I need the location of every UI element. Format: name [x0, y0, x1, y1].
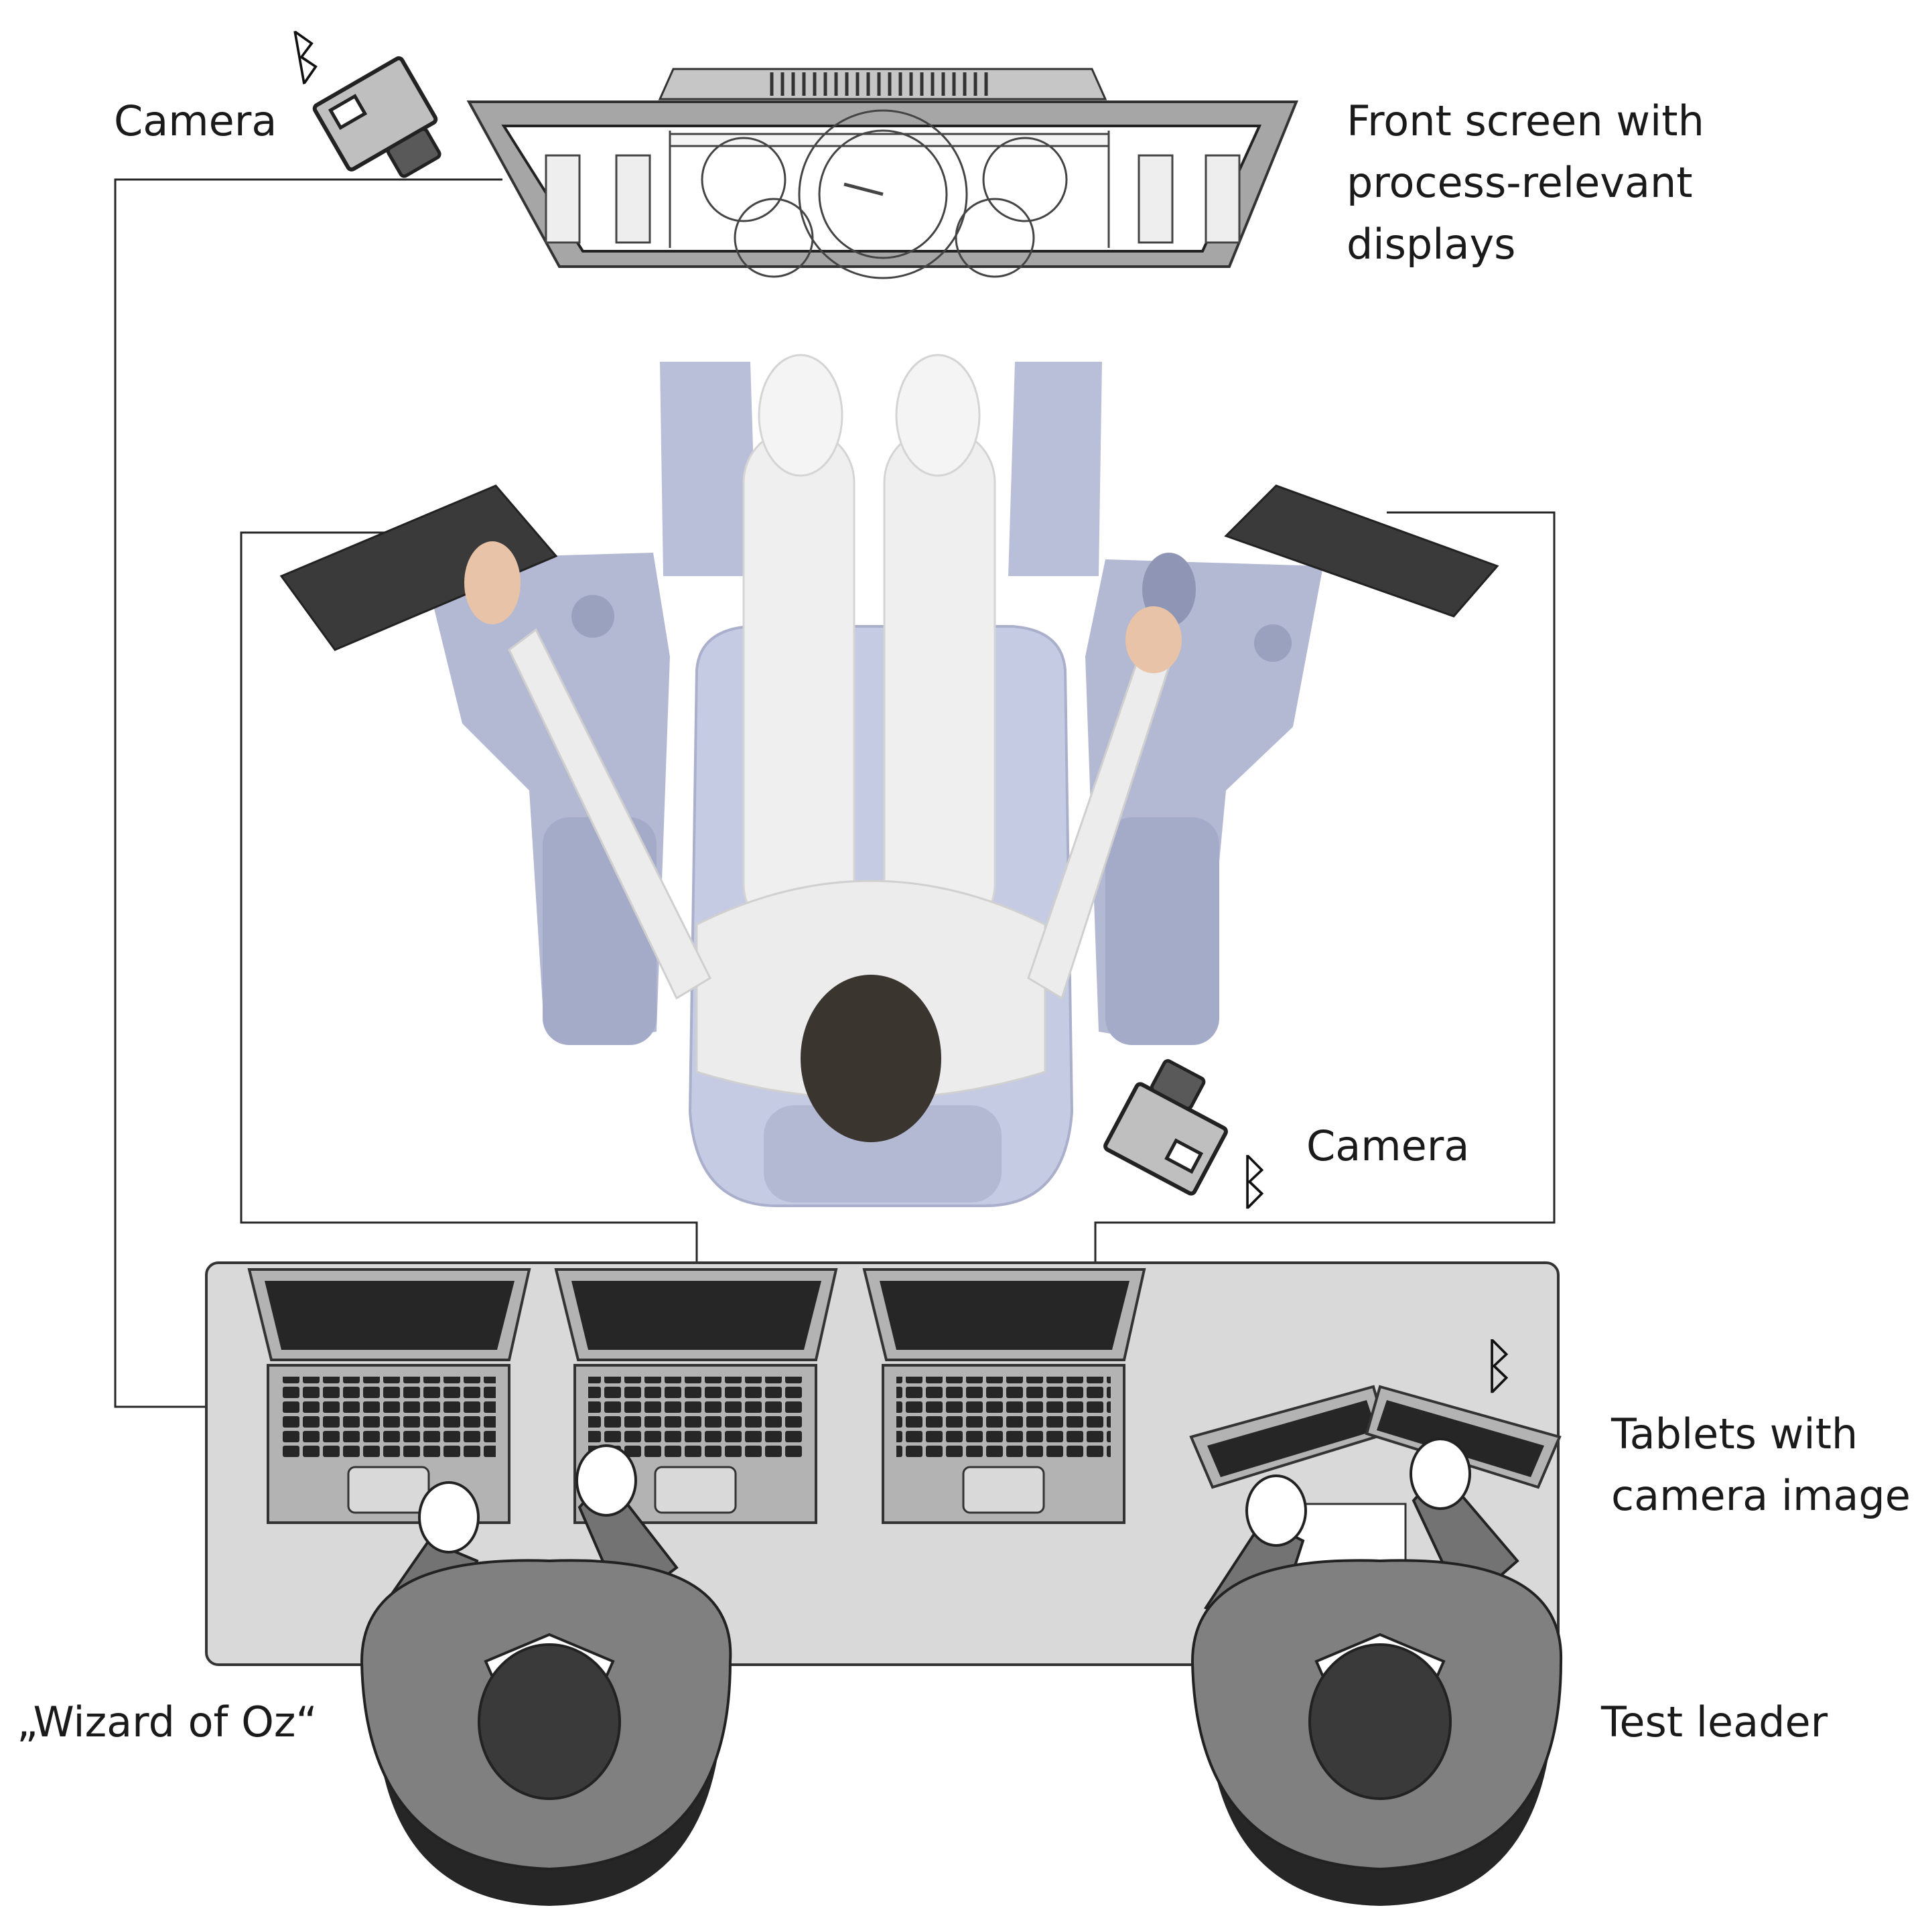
label-front-screen: Front screen with process-relevant displ…: [1347, 96, 1704, 269]
right-panel: [1224, 484, 1499, 618]
seat-right-pillar: [1008, 362, 1102, 576]
connection-lines: [114, 178, 1556, 1408]
line-right-controls-to-right-laptop: [1094, 511, 1556, 1263]
tablets: [1189, 1385, 1562, 1489]
wizard-head: [478, 1643, 621, 1800]
camera-right-lens: [1150, 1059, 1206, 1110]
laptop-left-screen: [265, 1281, 515, 1350]
laptop-right-touchpad: [962, 1466, 1045, 1514]
laptop-middle-keyboard: [588, 1377, 803, 1457]
test-leader-person: [1190, 1438, 1563, 1906]
camera-right-body: [1103, 1082, 1228, 1196]
camera-right: [1103, 1059, 1228, 1196]
right-control-knob: [1254, 624, 1292, 662]
front-screen: [466, 68, 1298, 279]
bluetooth-icon-tablets: ᛒ: [1481, 1331, 1517, 1401]
camera-top: [312, 56, 441, 178]
operator-right-leg: [883, 427, 996, 939]
seat-headrest: [764, 1105, 1002, 1202]
laptop-right-keyboard: [896, 1377, 1111, 1457]
left-control-knob: [571, 595, 614, 638]
left-panel: [279, 484, 558, 651]
laptop-left-touchpad: [347, 1466, 430, 1514]
line-left-controls-to-middle-laptop: [240, 531, 698, 1263]
laptop-middle-screen: [571, 1281, 821, 1350]
tablet-right-screen: [1377, 1400, 1544, 1477]
front-screen-gauges: [545, 109, 1241, 279]
test-leader-right-hand: [1410, 1438, 1471, 1510]
seat-right-armrest: [1105, 817, 1219, 1045]
wizard-left-hand: [418, 1481, 480, 1554]
label-test-leader: Test leader: [1601, 1698, 1828, 1746]
laptop-left-keyboard: [281, 1377, 496, 1457]
tablet-left-screen: [1207, 1400, 1377, 1477]
seat-left-pillar: [660, 362, 757, 576]
front-screen-stand: [658, 68, 1107, 100]
wizard-person: [360, 1444, 732, 1906]
seated-operator: [464, 354, 1182, 1142]
wizard-right-hand: [575, 1444, 637, 1517]
laptop-middle-touchpad: [654, 1466, 737, 1514]
laptop-right-screen: [880, 1281, 1129, 1350]
bluetooth-icon-right-camera: ᛒ: [1236, 1147, 1272, 1217]
operator-right-foot: [895, 354, 981, 477]
camera-top-lens-window: [328, 94, 368, 130]
line-front-screen-to-wizard-laptop: [114, 178, 502, 1408]
test-leader-head: [1308, 1643, 1452, 1800]
front-screen-vents: [770, 72, 988, 96]
test-leader-left-hand: [1245, 1474, 1307, 1547]
camera-right-lens-window: [1164, 1138, 1204, 1174]
label-camera-top: Camera: [114, 96, 277, 145]
laptop-left: [247, 1268, 531, 1524]
operator-head: [801, 975, 941, 1142]
camera-top-lens: [386, 127, 441, 178]
operator-right-hand: [1125, 606, 1182, 673]
label-tablets: Tablets with camera image: [1611, 1409, 1911, 1520]
label-camera-right: Camera: [1306, 1121, 1470, 1170]
operator-left-hand: [464, 541, 521, 624]
label-wizard-of-oz: „Wizard of Oz“: [17, 1698, 318, 1746]
operator-left-arm: [508, 628, 711, 1000]
laptop-right: [862, 1268, 1146, 1524]
operator-left-leg: [742, 427, 855, 939]
operator-left-foot: [758, 354, 843, 477]
